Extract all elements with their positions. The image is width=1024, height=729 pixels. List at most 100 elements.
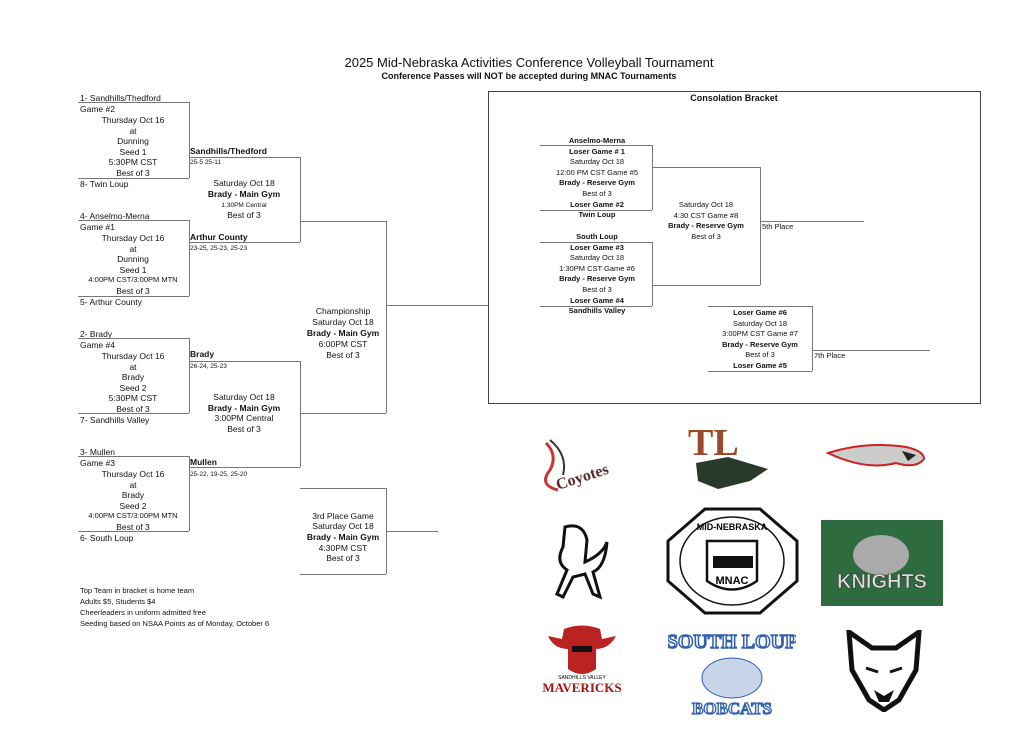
consolation-bracket-frame [488, 91, 981, 404]
cons-g7-bo: Best of 3 [745, 350, 775, 360]
semi2-time: 3:00PM Central [214, 413, 274, 423]
cons-g8-bo: Best of 3 [691, 231, 721, 241]
g3-at: at [129, 479, 137, 490]
cons-g8-day: Saturday Oct 18 [678, 200, 734, 209]
cons-g5-team2: Twin Loup [578, 210, 616, 220]
cons-g6-team1: South Loup [576, 232, 618, 241]
note: Top Team in bracket is home team [80, 586, 195, 595]
semi2-site: Brady - Main Gym [207, 403, 281, 413]
g1-bo: Best of 3 [116, 285, 150, 296]
third-name: 3rd Place Game [312, 511, 374, 521]
semi2-team1: Brady [190, 349, 215, 359]
svg-text:MID-NEBRASKA: MID-NEBRASKA [697, 522, 768, 532]
champ-time: 6:00PM CST [318, 339, 368, 349]
g4-seed: Seed 2 [119, 382, 147, 393]
g2-game-number: Game #2 [80, 104, 115, 114]
g2-day: Thursday Oct 16 [101, 115, 165, 125]
semi1-site: Brady - Main Gym [207, 189, 281, 199]
semi2-score2: 25-22, 19-25, 25-20 [190, 471, 248, 478]
cons-g6-day: Saturday Oct 18 [569, 253, 625, 263]
cons-g8-site: Brady - Reserve Gym [668, 221, 744, 231]
g2-site: Dunning [117, 136, 149, 146]
tl-wolf-logo: TL [688, 423, 768, 489]
g1-bottom-seed: 5- Arthur County [80, 297, 142, 307]
coyotes-logo: Coyotes [544, 439, 611, 494]
svg-text:SANDHILLS VALLEY: SANDHILLS VALLEY [558, 675, 606, 681]
g4-bo: Best of 3 [116, 403, 150, 414]
knights-logo: KNIGHTS [821, 520, 943, 606]
g1-at: at [129, 243, 137, 254]
mustang-logo [555, 524, 609, 600]
svg-text:BOBCATS: BOBCATS [692, 699, 772, 718]
semi1-bestof: Best of 3 [227, 210, 261, 220]
g3-bo: Best of 3 [116, 521, 150, 532]
south-loup-bobcats-logo: SOUTH LOUP BOBCATS [668, 630, 796, 718]
wolf-logo [846, 630, 922, 712]
svg-text:TL: TL [688, 423, 739, 464]
semi2-score1: 26-24, 25-23 [190, 363, 227, 370]
cons-g5-team1: Anselmo-Merna [568, 136, 626, 145]
g4-top-seed: 2- Brady [80, 329, 113, 339]
g2-top-seed: 1- Sandhills/Thedford [80, 93, 161, 103]
semi1-team2: Arthur County [190, 232, 248, 242]
cons-g7-l1: Loser Game #6 [733, 308, 787, 317]
g2-bo: Best of 3 [116, 167, 150, 178]
g4-game-number: Game #4 [80, 340, 115, 350]
cons-g5-l2: Loser Game #2 [570, 199, 624, 209]
cons-g6-site: Brady - Reserve Gym [559, 274, 635, 284]
cons-g7-time: 3:00PM CST Game #7 [722, 329, 798, 339]
cons-g6-l1: Loser Game #3 [570, 242, 624, 252]
cons-g5-site: Brady - Reserve Gym [559, 178, 635, 188]
semi2-team2: Mullen [190, 457, 217, 467]
champ-day: Saturday Oct 18 [312, 317, 374, 327]
g1-site: Dunning [117, 254, 149, 264]
cons-g6-time: 1:30PM CST Game #6 [559, 263, 635, 273]
g3-game-number: Game #3 [80, 458, 115, 468]
page-subtitle: Conference Passes will NOT be accepted d… [381, 71, 677, 81]
g1-time: 4:00PM CST/3:00PM MTN [88, 275, 178, 284]
svg-text:MNAC: MNAC [716, 575, 749, 587]
seventh-place-label: 7th Place [814, 351, 846, 360]
g2-at: at [129, 125, 137, 136]
g4-bottom-seed: 7- Sandhills Valley [80, 415, 150, 425]
cons-g5-time: 12:00 PM CST Game #5 [556, 167, 638, 177]
consolation-title: Consolation Bracket [690, 93, 778, 103]
g2-seed: Seed 1 [119, 146, 147, 157]
cons-g6-team2: Sandhills Valley [568, 306, 626, 316]
g1-seed: Seed 1 [119, 264, 147, 275]
mnac-logo: MNAC MID-NEBRASKA [666, 507, 799, 615]
cons-g7-site: Brady - Reserve Gym [722, 339, 798, 349]
svg-text:KNIGHTS: KNIGHTS [837, 571, 927, 593]
semi1-team1: Sandhills/Thedford [190, 146, 267, 156]
third-site: Brady - Main Gym [306, 532, 380, 542]
cons-g6-l2: Loser Game #4 [570, 295, 624, 305]
g1-day: Thursday Oct 16 [101, 233, 165, 243]
semi2-bestof: Best of 3 [227, 424, 261, 434]
semi1-score1: 25-5 25-11 [190, 159, 221, 166]
g1-top-seed: 4- Anselmo-Merna [80, 211, 150, 221]
semi2-day: Saturday Oct 18 [213, 392, 275, 402]
third-bestof: Best of 3 [326, 553, 360, 563]
note: Seeding based on NSAA Points as of Monda… [80, 619, 270, 628]
svg-text:SOUTH LOUP: SOUTH LOUP [668, 631, 796, 653]
cons-g7-l2: Loser Game #5 [733, 361, 787, 370]
cons-g5-l1: Loser Game # 1 [569, 146, 625, 156]
g3-time: 4:00PM CST/3:00PM MTN [88, 511, 178, 520]
svg-text:Coyotes: Coyotes [554, 461, 611, 494]
g3-seed: Seed 2 [119, 500, 147, 511]
g4-time: 5:30PM CST [108, 393, 158, 403]
g4-day: Thursday Oct 16 [101, 351, 165, 361]
cons-g5-day: Saturday Oct 18 [569, 157, 625, 167]
g2-time: 5:30PM CST [108, 157, 158, 167]
g3-day: Thursday Oct 16 [101, 469, 165, 479]
svg-text:MAVERICKS: MAVERICKS [542, 680, 621, 695]
g4-site: Brady [121, 372, 145, 382]
semi1-score2: 23-25, 25-23, 25-23 [190, 245, 248, 252]
g1-game-number: Game #1 [80, 222, 115, 232]
mavericks-logo: SANDHILLS VALLEY MAVERICKS [542, 625, 622, 695]
note: Cheerleaders in uniform admitted free [80, 608, 206, 617]
champ-site: Brady - Main Gym [306, 328, 380, 338]
eagle-logo [826, 444, 926, 467]
third-time: 4:30PM CST [318, 543, 368, 553]
